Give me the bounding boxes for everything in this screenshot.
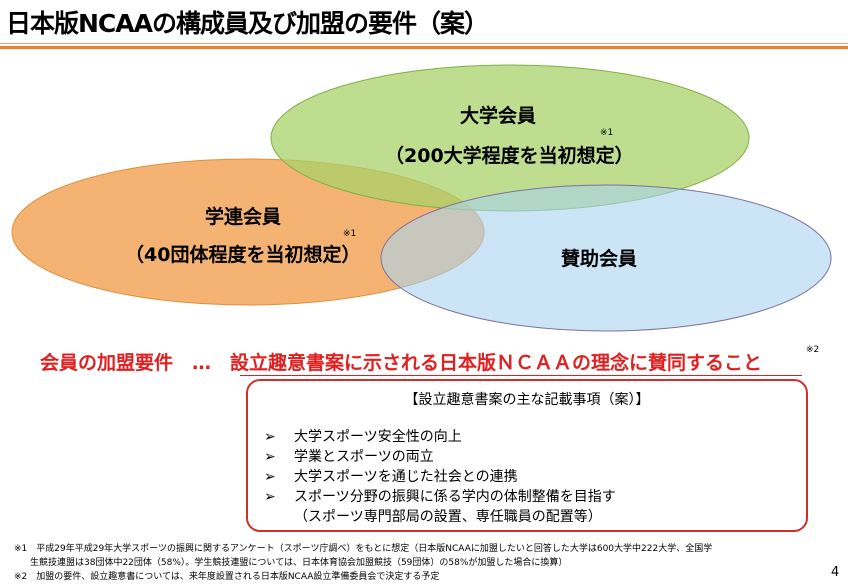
federation-label: 学連会員 <box>205 206 282 228</box>
title-rule <box>0 43 848 44</box>
item-text: スポーツ分野の振興に係る学内の体制整備を目指す <box>294 489 616 505</box>
requirement-underline <box>240 375 802 376</box>
requirement-text: 設立趣意書案に示される日本版ＮＣＡＡの理念に賛同すること <box>230 352 763 374</box>
requirement-note-mark: ※2 <box>806 345 820 355</box>
list-item: ➢ 大学スポーツを通じた社会との連携 <box>264 466 518 486</box>
federation-sub: （40団体程度を当初想定） <box>125 244 361 266</box>
item-text: 大学スポーツ安全性の向上 <box>294 429 462 445</box>
list-item: ➢ スポーツ分野の振興に係る学内の体制整備を目指す <box>264 486 616 506</box>
item-note: （スポーツ専門部局の設置、専任職員の配置等） <box>294 509 602 525</box>
arrow-bullet-icon: ➢ <box>264 449 276 465</box>
arrow-bullet-icon: ➢ <box>264 429 276 445</box>
supporting-label: 賛助会員 <box>561 248 638 270</box>
list-item: ➢ 学業とスポーツの両立 <box>264 446 434 466</box>
title-rule-thick <box>0 46 848 49</box>
arrow-bullet-icon: ➢ <box>264 469 276 485</box>
arrow-bullet-icon: ➢ <box>264 489 276 505</box>
prospectus-box: 【設立趣意書案の主な記載事項（案）】 ➢ 大学スポーツ安全性の向上 ➢ 学業とスポー… <box>246 379 808 532</box>
university-label: 大学会員 <box>460 105 537 127</box>
university-note-mark: ※1 <box>600 128 614 138</box>
footnote-1: ※1 平成29年平成29年大学スポーツの振興に関するアンケート（スポーツ庁調べ）… <box>14 544 713 554</box>
requirement-prefix: 会員の加盟要件 … <box>40 352 231 374</box>
membership-requirement: 会員の加盟要件 … 設立趣意書案に示される日本版ＮＣＡＡの理念に賛同すること <box>40 348 762 375</box>
page-number: 4 <box>831 565 840 580</box>
university-sub: （200大学程度を当初想定） <box>385 145 634 167</box>
item-text: 学業とスポーツの両立 <box>294 449 434 465</box>
supporting-circle <box>380 184 832 332</box>
federation-note-mark: ※1 <box>343 229 357 239</box>
item-text: 大学スポーツを通じた社会との連携 <box>294 469 518 485</box>
box-title: 【設立趣意書案の主な記載事項（案）】 <box>404 392 650 408</box>
page-title: 日本版NCAAの構成員及び加盟の要件（案） <box>6 9 489 38</box>
list-item: ➢ 大学スポーツ安全性の向上 <box>264 426 462 446</box>
footnote-1-cont: 生競技連盟は38団体中22団体（58%）。学生競技連盟については、日本体育協会加… <box>30 558 568 568</box>
footnote-2: ※2 加盟の要件、設立趣意書については、来年度設置される日本版NCAA設立準備委… <box>14 572 440 582</box>
